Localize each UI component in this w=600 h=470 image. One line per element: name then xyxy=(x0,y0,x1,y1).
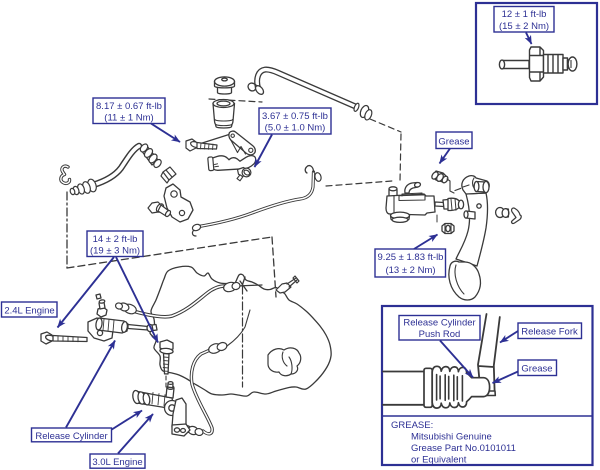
svg-text:(11 ± 1 Nm): (11 ± 1 Nm) xyxy=(104,112,153,123)
svg-text:Release Fork: Release Fork xyxy=(521,327,578,338)
svg-text:Release Cylinder: Release Cylinder xyxy=(35,431,107,442)
svg-text:Release Cylinder: Release Cylinder xyxy=(403,318,475,329)
svg-text:Push Rod: Push Rod xyxy=(419,329,461,340)
svg-text:Grease Part No.0101011: Grease Part No.0101011 xyxy=(411,443,516,454)
svg-text:Grease: Grease xyxy=(438,137,469,148)
svg-text:2.4L Engine: 2.4L Engine xyxy=(4,306,54,317)
svg-text:3.67 ± 0.75 ft-lb: 3.67 ± 0.75 ft-lb xyxy=(262,111,328,122)
svg-text:or Equivalent: or Equivalent xyxy=(411,455,467,466)
svg-text:8.17 ± 0.67 ft-lb: 8.17 ± 0.67 ft-lb xyxy=(96,101,162,112)
svg-text:12 ± 1 ft-lb: 12 ± 1 ft-lb xyxy=(502,9,547,20)
svg-text:(15 ± 2 Nm): (15 ± 2 Nm) xyxy=(499,21,549,32)
svg-text:Mitsubishi Genuine: Mitsubishi Genuine xyxy=(411,432,492,443)
svg-text:Grease: Grease xyxy=(521,364,552,375)
svg-text:(19 ± 3 Nm): (19 ± 3 Nm) xyxy=(90,245,140,256)
svg-text:(13 ± 2 Nm): (13 ± 2 Nm) xyxy=(385,265,435,276)
svg-text:9.25 ± 1.83 ft-lb: 9.25 ± 1.83 ft-lb xyxy=(378,252,444,263)
svg-text:14 ± 2 ft-lb: 14 ± 2 ft-lb xyxy=(93,234,138,245)
svg-text:3.0L Engine: 3.0L Engine xyxy=(92,457,142,468)
svg-text:(5.0 ± 1.0 Nm): (5.0 ± 1.0 Nm) xyxy=(265,123,326,134)
svg-text:GREASE:: GREASE: xyxy=(391,420,433,431)
